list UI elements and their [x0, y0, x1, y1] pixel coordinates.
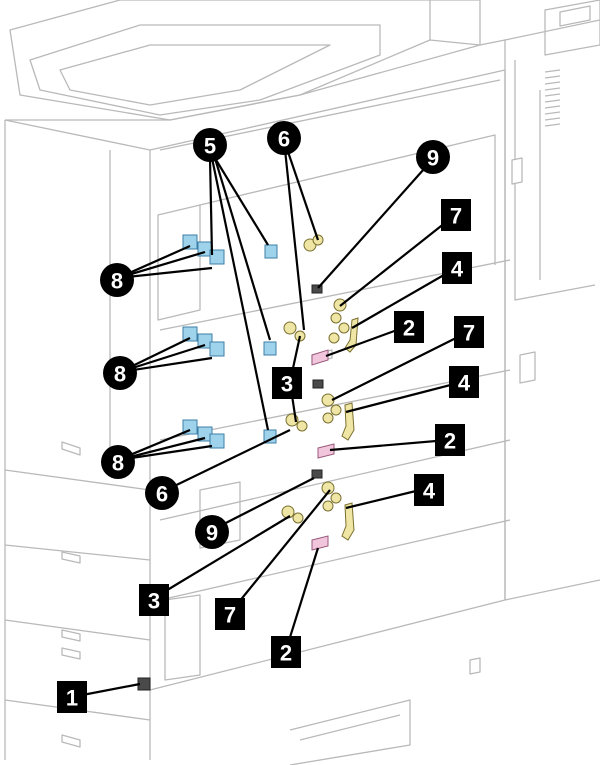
- callout-9-top: 9: [416, 140, 450, 174]
- callout-9-top-label: 9: [427, 146, 439, 171]
- callout-6-lower: 6: [145, 476, 179, 510]
- callout-2-lower-label: 2: [280, 641, 292, 666]
- blue-switch-parts: [182, 234, 278, 449]
- tan-sensor-parts: [281, 234, 350, 524]
- callout-6-top-label: 6: [278, 127, 290, 152]
- callout-2-middle: 2: [435, 424, 465, 456]
- callout-8-top: 8: [100, 263, 134, 297]
- callout-2-lower: 2: [271, 636, 301, 668]
- callout-4-lower-label: 4: [423, 479, 436, 504]
- callout-1-label: 1: [66, 686, 78, 711]
- callout-8-bottom: 8: [101, 445, 135, 479]
- callout-7-top-label: 7: [450, 204, 462, 229]
- pink-connector-parts: [311, 349, 335, 551]
- blue-part-group-middle: [182, 326, 277, 357]
- callouts: 5 6 9 8 8 8 6 9: [57, 121, 484, 713]
- callout-4-lower: 4: [414, 474, 444, 506]
- callout-9-lower: 9: [195, 515, 229, 549]
- callout-6-top: 6: [267, 121, 301, 155]
- callout-7-middle-label: 7: [463, 321, 475, 346]
- vent-grille: [544, 69, 561, 127]
- blue-part-group-bottom: [182, 419, 277, 449]
- callout-7-lower-label: 7: [224, 603, 236, 628]
- dark-sensor-parts: [137, 284, 324, 691]
- callout-2-middle-label: 2: [444, 429, 456, 454]
- callout-4-middle-label: 4: [458, 371, 471, 396]
- callout-8-top-label: 8: [111, 269, 123, 294]
- callout-4-middle: 4: [449, 366, 479, 398]
- callout-9-lower-label: 9: [206, 521, 218, 546]
- callout-4-top-label: 4: [451, 257, 464, 282]
- callout-3-middle-label: 3: [281, 372, 293, 397]
- callout-7-middle: 7: [454, 316, 484, 348]
- callout-5: 5: [193, 128, 227, 162]
- callout-7-lower: 7: [215, 598, 245, 630]
- callout-7-top: 7: [441, 199, 471, 231]
- callout-8-middle: 8: [103, 356, 137, 390]
- callout-2-top-label: 2: [403, 316, 415, 341]
- callout-5-label: 5: [204, 134, 216, 159]
- callout-2-top: 2: [394, 311, 424, 343]
- callout-6-lower-label: 6: [156, 482, 168, 507]
- callout-3-lower-label: 3: [148, 589, 160, 614]
- callout-1: 1: [57, 681, 87, 713]
- callout-3-middle: 3: [272, 367, 302, 399]
- callout-8-middle-label: 8: [114, 362, 126, 387]
- callout-3-lower: 3: [139, 584, 169, 616]
- callout-8-bottom-label: 8: [112, 451, 124, 476]
- printer-body-outline: [4, 0, 600, 765]
- callout-4-top: 4: [442, 252, 472, 284]
